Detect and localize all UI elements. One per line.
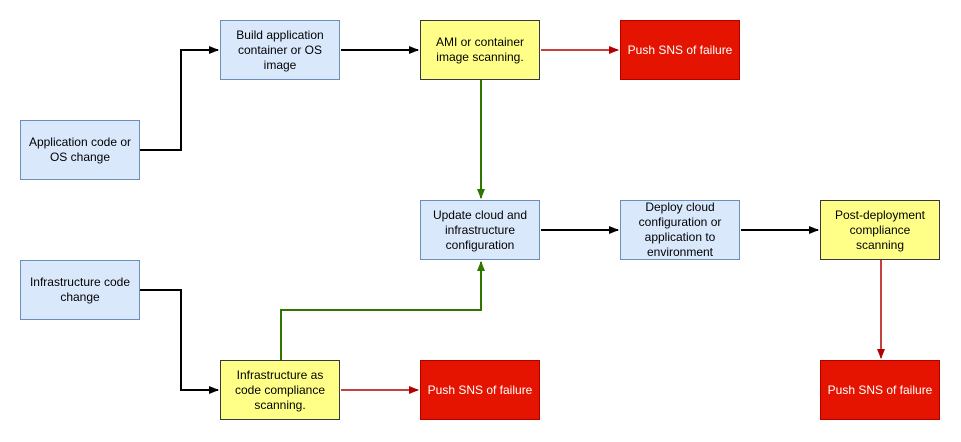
node-push-sns-failure-bottom-left[interactable]: Push SNS of failure xyxy=(420,360,540,420)
edge-iac-scan-to-update-cloud xyxy=(280,261,485,360)
edge-infra-change-to-iac-scan xyxy=(140,289,219,394)
node-post-deployment-scanning[interactable]: Post-deployment compliance scanning xyxy=(820,200,940,260)
node-ami-container-scanning[interactable]: AMI or container image scanning. xyxy=(420,20,540,80)
node-build-image[interactable]: Build application container or OS image xyxy=(220,20,340,80)
node-application-code-change[interactable]: Application code or OS change xyxy=(20,120,140,180)
node-infrastructure-code-change[interactable]: Infrastructure code change xyxy=(20,260,140,320)
node-push-sns-failure-bottom-right[interactable]: Push SNS of failure xyxy=(820,360,940,420)
node-update-cloud-config[interactable]: Update cloud and infrastructure configur… xyxy=(420,200,540,260)
edge-app-change-to-build xyxy=(140,46,219,151)
node-push-sns-failure-top[interactable]: Push SNS of failure xyxy=(620,20,740,80)
node-deploy-to-environment[interactable]: Deploy cloud configuration or applicatio… xyxy=(620,200,740,260)
node-iac-compliance-scanning[interactable]: Infrastructure as code compliance scanni… xyxy=(220,360,340,420)
